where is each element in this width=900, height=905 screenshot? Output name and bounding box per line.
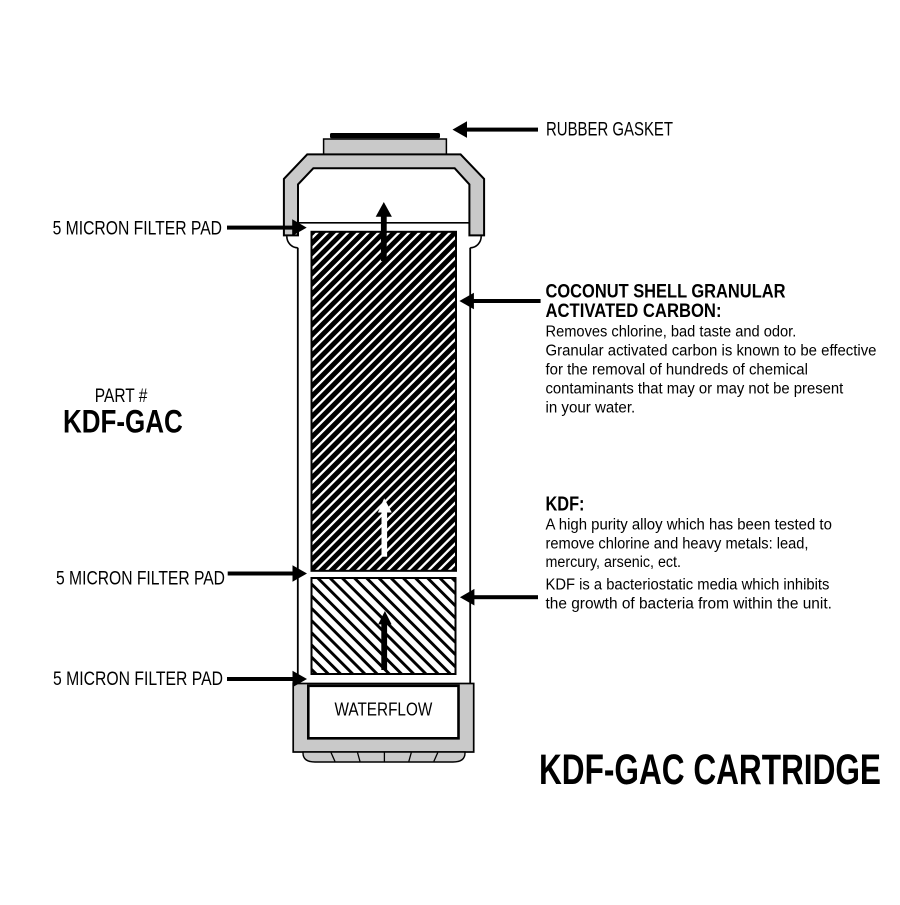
svg-text:RUBBER GASKET: RUBBER GASKET	[546, 118, 673, 140]
svg-text:KDF-GAC: KDF-GAC	[63, 403, 183, 439]
svg-text:contaminants that may or may n: contaminants that may or may not be pres…	[546, 381, 844, 398]
svg-text:mercury, arsenic, ect.: mercury, arsenic, ect.	[546, 554, 682, 571]
svg-text:A high purity alloy which has: A high purity alloy which has been teste…	[546, 517, 832, 534]
svg-text:PART #: PART #	[95, 385, 148, 407]
svg-text:5 MICRON FILTER PAD: 5 MICRON FILTER PAD	[53, 668, 223, 690]
svg-text:KDF-GAC CARTRIDGE: KDF-GAC CARTRIDGE	[539, 746, 881, 794]
svg-text:ACTIVATED CARBON:: ACTIVATED CARBON:	[546, 300, 722, 322]
svg-text:WATERFLOW: WATERFLOW	[335, 698, 433, 719]
svg-text:in your water.: in your water.	[546, 399, 636, 416]
svg-text:remove chlorine and heavy meta: remove chlorine and heavy metals: lead,	[546, 535, 809, 552]
svg-text:Removes chlorine, bad taste an: Removes chlorine, bad taste and odor.	[546, 324, 797, 341]
svg-text:5 MICRON FILTER PAD: 5 MICRON FILTER PAD	[56, 567, 225, 589]
svg-text:KDF is a bacteriostatic media: KDF is a bacteriostatic media which inhi…	[546, 577, 830, 594]
svg-text:5 MICRON FILTER PAD: 5 MICRON FILTER PAD	[53, 218, 222, 240]
svg-text:Granular activated carbon is k: Granular activated carbon is known to be…	[546, 343, 877, 360]
svg-text:KDF:: KDF:	[546, 494, 585, 516]
svg-text:COCONUT SHELL GRANULAR: COCONUT SHELL GRANULAR	[546, 280, 786, 302]
svg-text:for the removal of hundreds of: for the removal of hundreds of chemical	[546, 362, 808, 379]
svg-text:the growth of bacteria from wi: the growth of bacteria from within the u…	[546, 595, 832, 612]
